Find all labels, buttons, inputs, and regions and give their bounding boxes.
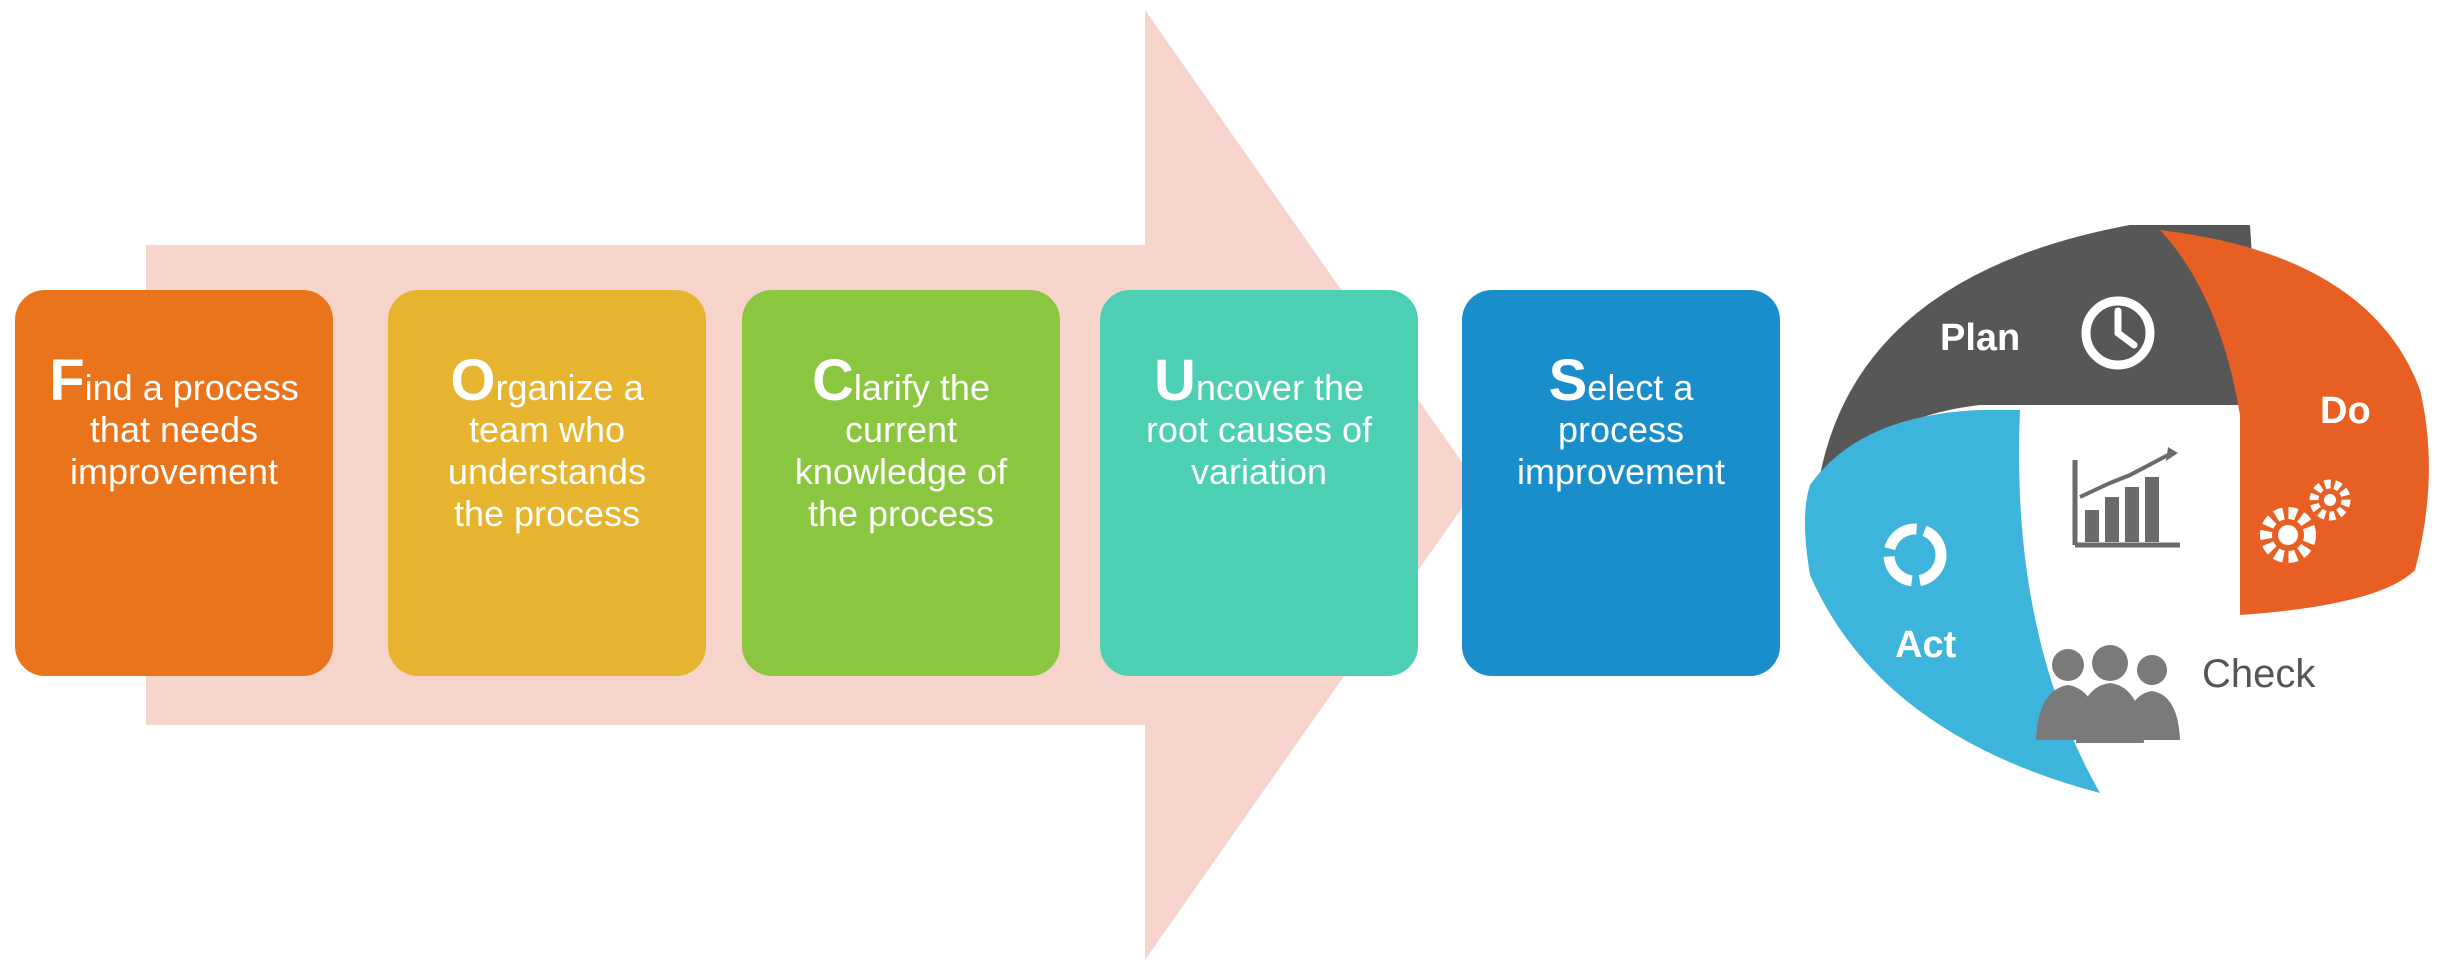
step-find: Find a process that needs improvement bbox=[15, 290, 333, 676]
step-find-text: Find a process that needs improvement bbox=[45, 352, 303, 493]
pdca-act-segment bbox=[1805, 410, 2100, 793]
people-icon bbox=[2036, 645, 2180, 743]
step-clarify-body: larify the current knowledge of the proc… bbox=[794, 367, 1008, 534]
pdca-act-label: Act bbox=[1895, 624, 1957, 666]
pdca-plan-label: Plan bbox=[1940, 317, 2020, 359]
step-clarify-lead: C bbox=[812, 348, 854, 413]
step-find-body: ind a process that needs improvement bbox=[69, 367, 299, 492]
gears-icon bbox=[2260, 479, 2351, 563]
step-organize: Organize a team who understands the proc… bbox=[388, 290, 706, 676]
step-clarify-text: Clarify the current knowledge of the pro… bbox=[772, 352, 1030, 535]
step-select-body: elect a process improvement bbox=[1516, 367, 1726, 492]
cycle-icon bbox=[1883, 523, 1947, 587]
pdca-do-label: Do bbox=[2320, 390, 2371, 432]
step-select-text: Select a process improvement bbox=[1492, 352, 1750, 493]
pdca-do-segment bbox=[2160, 230, 2429, 615]
pdca-plan-segment bbox=[1820, 225, 2255, 475]
step-uncover-body: ncover the root causes of variation bbox=[1145, 367, 1373, 492]
step-organize-text: Organize a team who understands the proc… bbox=[418, 352, 676, 535]
step-uncover-lead: U bbox=[1154, 348, 1196, 413]
step-uncover: Uncover the root causes of variation bbox=[1100, 290, 1418, 676]
step-uncover-text: Uncover the root causes of variation bbox=[1130, 352, 1388, 493]
step-clarify: Clarify the current knowledge of the pro… bbox=[742, 290, 1060, 676]
step-organize-lead: O bbox=[450, 348, 496, 413]
bar-chart-icon bbox=[2072, 447, 2180, 548]
step-find-lead: F bbox=[49, 348, 85, 413]
step-select: Select a process improvement bbox=[1462, 290, 1780, 676]
step-select-lead: S bbox=[1548, 348, 1588, 413]
step-organize-body: rganize a team who understands the proce… bbox=[447, 367, 647, 534]
pdca-cycle: Plan Do Act bbox=[1805, 225, 2429, 793]
pdca-check-label: Check bbox=[2202, 652, 2316, 696]
clock-icon bbox=[2081, 296, 2155, 370]
